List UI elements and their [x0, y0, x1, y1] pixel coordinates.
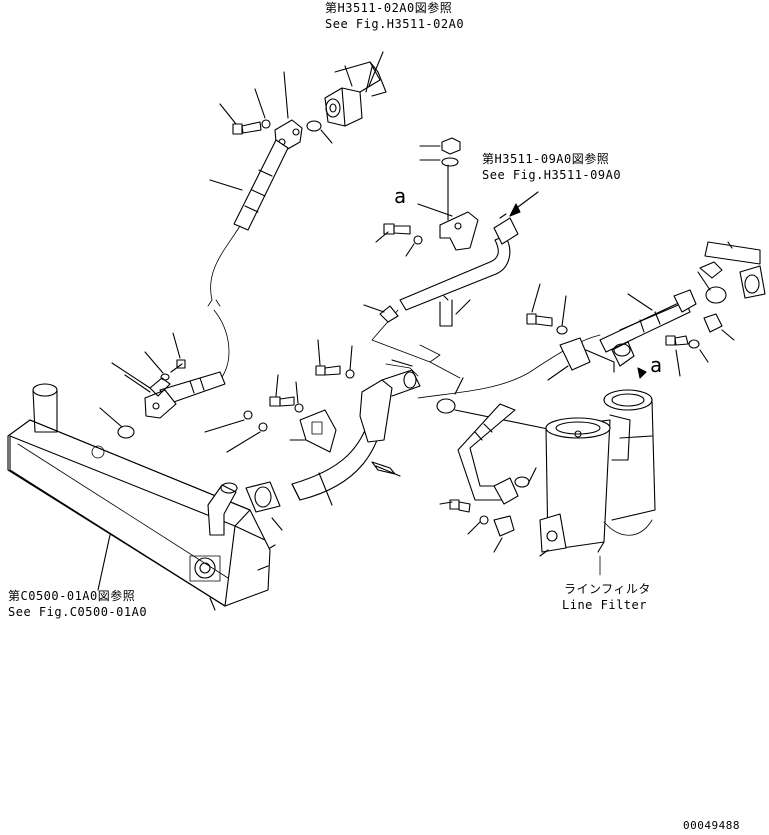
washer — [261, 119, 271, 129]
middle-bolts — [204, 374, 304, 453]
o-ring — [117, 425, 135, 439]
washer — [160, 373, 170, 381]
pipe-bracket — [417, 203, 479, 251]
line-filter-label-en: Line Filter — [562, 598, 647, 612]
ref-mid-jp: 第H3511-09A0図参照 — [482, 152, 610, 166]
upper-pipe — [399, 191, 539, 311]
split-flange — [149, 377, 171, 397]
filter-inlet-hose — [457, 403, 519, 505]
ref-top-jp: 第H3511-02A0図参照 — [325, 1, 453, 15]
top-flange-assembly — [324, 51, 387, 127]
right-bolts — [526, 283, 735, 377]
ref-left-en: See Fig.C0500-01A0 — [8, 605, 148, 619]
curved-pipe — [291, 369, 421, 506]
middle-bolt-2 — [315, 339, 355, 379]
left-lower-hose — [124, 371, 226, 419]
callout-a-right: a — [650, 353, 663, 377]
right-upper-pipe — [697, 241, 766, 304]
right-bracket-fitting — [547, 337, 647, 381]
line-filter — [539, 389, 656, 557]
filter-bolts — [439, 499, 515, 553]
callout-a-upper: a — [394, 184, 407, 208]
ref-top-en: See Fig.H3511-02A0 — [325, 17, 465, 31]
bolt-top — [219, 103, 262, 135]
ref-left-jp: 第C0500-01A0図参照 — [8, 589, 136, 603]
upper-hose — [207, 139, 289, 381]
o-ring — [436, 398, 456, 414]
right-hose — [599, 289, 697, 353]
middle-bracket — [289, 409, 337, 453]
drawing-number: 00049488 — [683, 819, 740, 832]
o-ring — [514, 476, 530, 488]
u-clamp — [439, 295, 471, 327]
bolt-left — [170, 332, 186, 373]
hose-clip — [379, 305, 399, 323]
upper-bolt — [375, 223, 423, 257]
clip — [371, 461, 396, 475]
nut-washer-stud — [419, 137, 461, 221]
o-ring — [306, 120, 322, 132]
hydraulic-tank — [7, 383, 276, 611]
o-ring — [705, 286, 727, 304]
line-filter-label-jp: ラインフィルタ — [564, 582, 651, 596]
tank-flange — [245, 481, 283, 531]
ref-mid-en: See Fig.H3511-09A0 — [482, 168, 622, 182]
split-flange-top — [274, 71, 303, 151]
